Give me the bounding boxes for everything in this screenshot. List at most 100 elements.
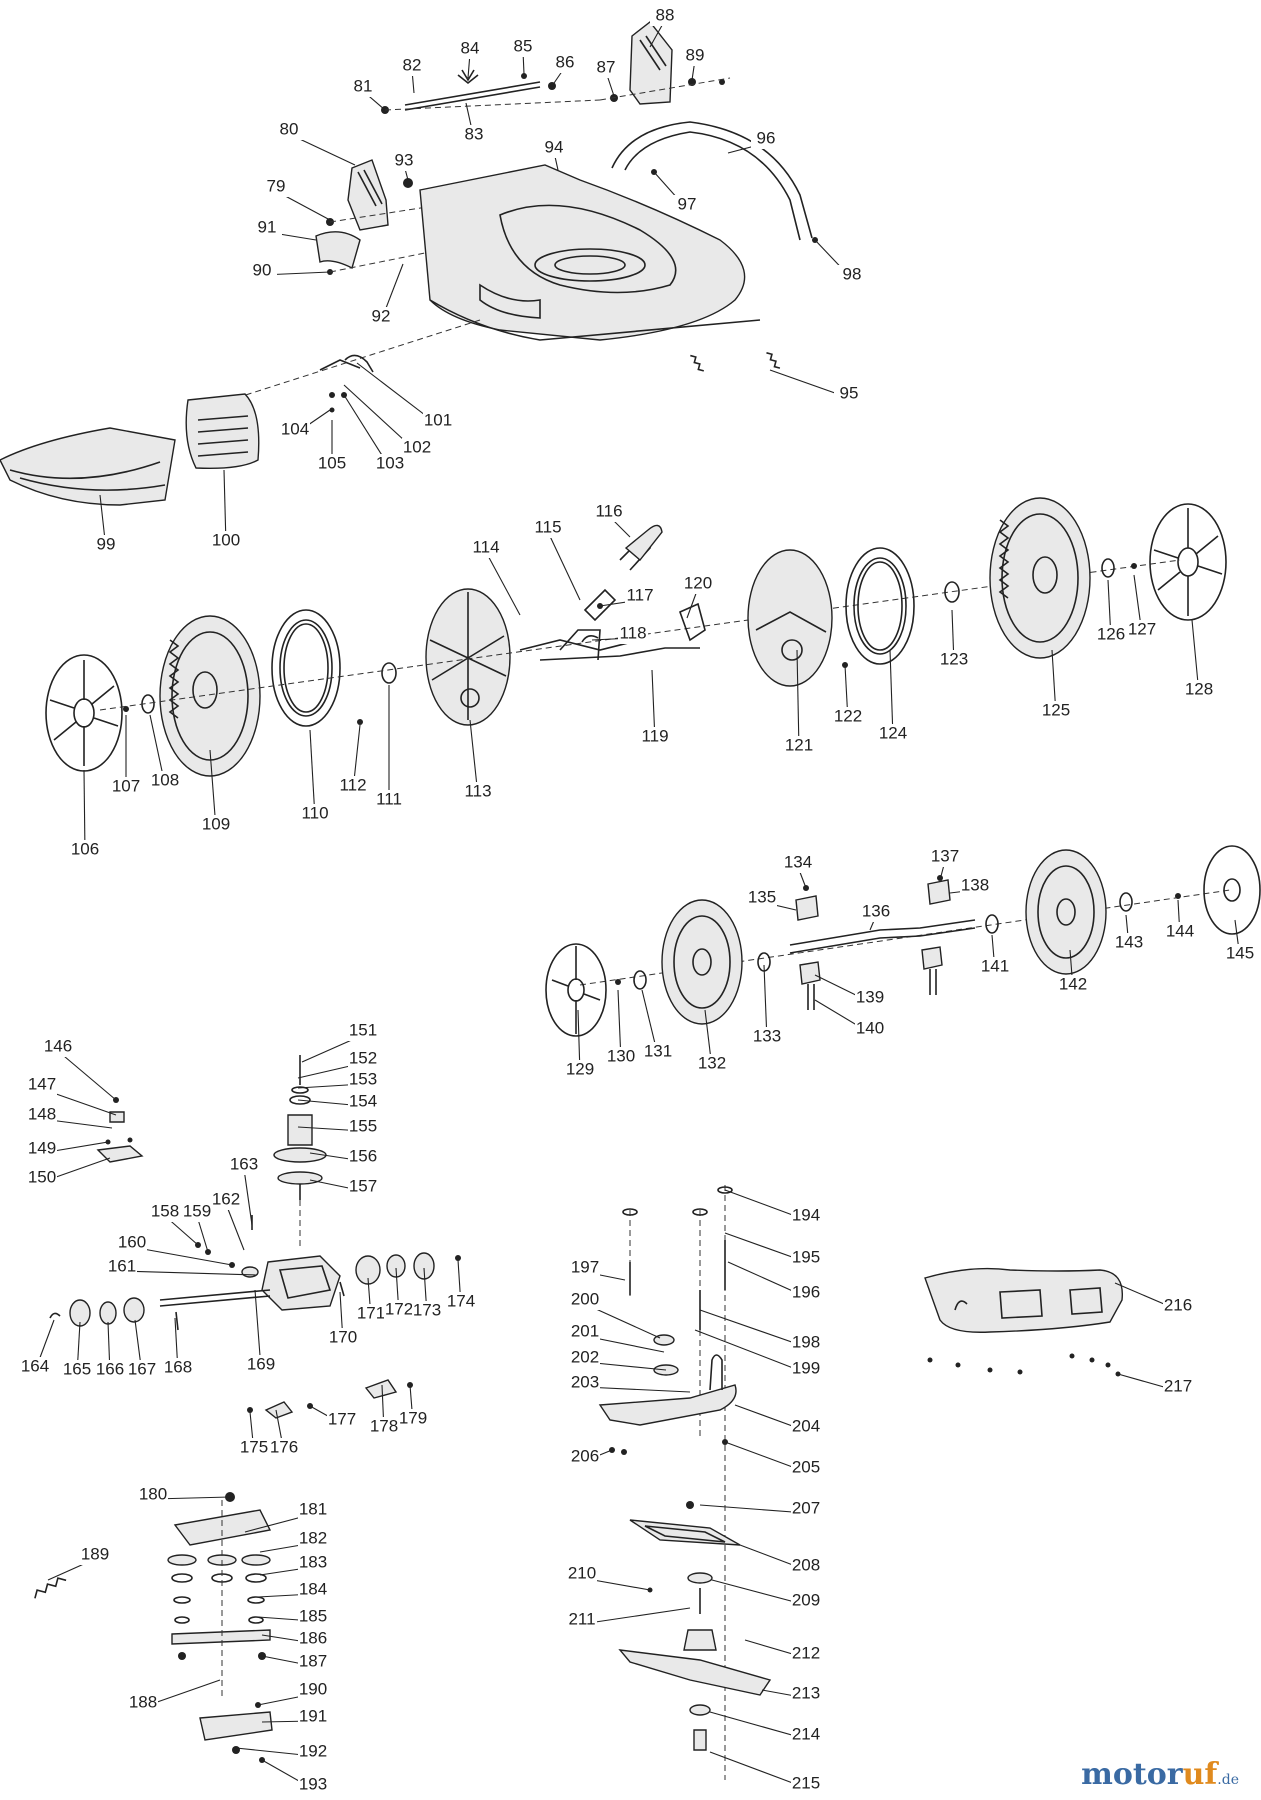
part-number-bg [1114, 933, 1144, 953]
callout-114: 114 [471, 537, 521, 616]
logo-text-main: motor [1081, 1757, 1183, 1792]
callout-118: 118 [591, 623, 648, 644]
callout-146: 146 [43, 1036, 117, 1101]
part-number: 194 [792, 1205, 820, 1224]
part-number: 160 [118, 1232, 146, 1251]
part-number: 87 [597, 57, 616, 76]
callout-165: 165 [62, 1321, 92, 1380]
part-number: 145 [1226, 943, 1254, 962]
part-number: 168 [164, 1357, 192, 1376]
callout-90: 90 [247, 260, 331, 281]
part-number-bg [117, 1233, 147, 1253]
part-number-bg [565, 1060, 595, 1080]
part-number: 116 [595, 501, 622, 520]
part-number-bg [298, 1652, 328, 1672]
callout-82: 82 [397, 55, 427, 94]
callout-108: 108 [149, 714, 180, 791]
part-number-bg [298, 1580, 328, 1600]
part-number: 181 [299, 1499, 327, 1518]
part-number-bg [1041, 701, 1071, 721]
part-number-bg [791, 1283, 821, 1303]
callout-199: 199 [694, 1329, 821, 1379]
part-number: 170 [329, 1327, 357, 1346]
callout-130: 130 [606, 989, 636, 1067]
part-number: 164 [21, 1356, 49, 1375]
part-number: 162 [212, 1189, 240, 1208]
callout-79: 79 [261, 176, 331, 221]
callout-192: 192 [235, 1741, 328, 1762]
part-number: 190 [299, 1679, 327, 1698]
part-number: 129 [566, 1059, 594, 1078]
part-number: 179 [399, 1408, 427, 1427]
part-number-bg [533, 518, 563, 538]
bearing-111 [381, 662, 397, 684]
leader-line [57, 1050, 117, 1101]
part-number-bg [791, 1458, 821, 1478]
part-number-bg [20, 1357, 50, 1377]
leader-line [796, 649, 800, 751]
part-number: 167 [128, 1359, 156, 1378]
rear-handle-bar [611, 121, 818, 243]
rear-cover [924, 1267, 1124, 1377]
callout-164: 164 [20, 1319, 55, 1377]
part-number: 188 [129, 1692, 157, 1711]
part-number: 101 [424, 410, 452, 429]
part-number-bg [463, 782, 493, 802]
part-number-bg [567, 1564, 597, 1584]
callout-212: 212 [744, 1639, 821, 1664]
front-wheel-right [1025, 849, 1107, 975]
part-number-bg [150, 771, 180, 791]
part-number: 90 [253, 260, 272, 279]
part-number: 112 [339, 775, 366, 794]
part-number: 175 [240, 1437, 268, 1456]
left-rear-wheel [159, 615, 261, 777]
leader-line [699, 1504, 807, 1514]
part-number-bg [791, 1556, 821, 1576]
part-number-bg [640, 727, 670, 747]
part-number: 88 [656, 5, 675, 24]
part-number: 85 [514, 36, 533, 55]
part-number-bg [70, 840, 100, 860]
part-number: 185 [299, 1606, 327, 1625]
part-number: 139 [856, 987, 884, 1006]
callout-209: 209 [711, 1579, 821, 1611]
part-number: 144 [1166, 921, 1194, 940]
part-number: 215 [792, 1773, 820, 1792]
callout-133: 133 [752, 964, 782, 1047]
leader-line [547, 531, 581, 601]
motor-mount-assembly [598, 1185, 737, 1780]
part-number-bg [939, 650, 969, 670]
callout-186: 186 [261, 1628, 328, 1649]
part-number-bg [980, 957, 1010, 977]
part-number: 197 [571, 1257, 599, 1276]
part-number-bg [356, 1304, 386, 1324]
part-number-bg [791, 1684, 821, 1704]
part-number: 150 [28, 1167, 56, 1186]
part-number-bg [455, 39, 485, 59]
part-number-bg [618, 624, 648, 644]
gearbox-small-parts [195, 1215, 259, 1278]
part-number-bg [791, 1333, 821, 1353]
part-number-bg [591, 58, 621, 78]
callout-141: 141 [980, 934, 1010, 977]
part-number-bg [298, 1529, 328, 1549]
gearbox-housing [159, 1255, 341, 1311]
callout-107: 107 [111, 715, 141, 797]
callout-135: 135 [747, 887, 797, 911]
right-rear-wheel [989, 497, 1091, 659]
part-number: 178 [370, 1416, 398, 1435]
callout-187: 187 [261, 1651, 328, 1672]
part-number: 107 [112, 776, 140, 795]
part-number: 82 [403, 55, 422, 74]
callout-189: 189 [47, 1544, 110, 1581]
part-number-bg [280, 420, 310, 440]
part-number: 183 [299, 1552, 327, 1571]
callout-144: 144 [1165, 899, 1195, 942]
part-number: 131 [644, 1041, 672, 1060]
part-number-bg [182, 1202, 212, 1222]
part-number: 94 [545, 137, 564, 156]
part-number-bg [327, 1410, 357, 1430]
part-number: 187 [299, 1651, 327, 1670]
part-number-bg [855, 988, 885, 1008]
